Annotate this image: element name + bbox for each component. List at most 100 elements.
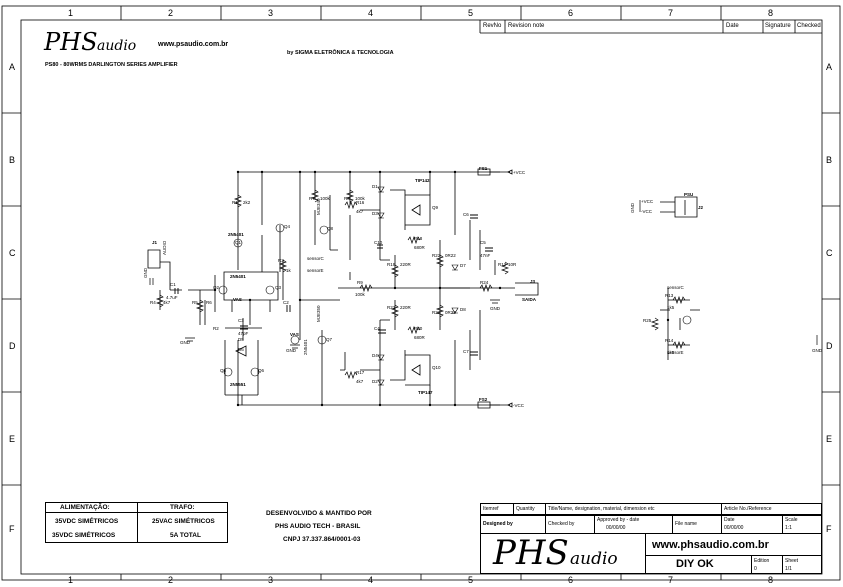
rev-no-header: RevNo	[483, 23, 502, 29]
label-gnd-fb: GND	[180, 340, 190, 345]
label-r19: R19	[387, 262, 396, 267]
column-label-7-bottom: 7	[668, 575, 674, 585]
label-r20-value: 680R	[414, 335, 425, 340]
column-label-2: 2	[168, 8, 174, 18]
label-r1-value: 2k2	[243, 200, 251, 205]
developer-line-2: PHS AUDIO TECH - BRASIL	[275, 523, 361, 530]
tb-div-3	[594, 515, 595, 534]
label-r13-value: 1k5	[667, 305, 675, 310]
label-2n5401-a: 2N5401	[228, 232, 244, 237]
tb-div-6	[782, 515, 783, 534]
label-r6: R6	[206, 300, 212, 305]
tb-status: DIY OK	[676, 558, 714, 570]
supply-table-header	[45, 502, 228, 513]
row-label-b-right: B	[826, 155, 833, 165]
tb-file-name: File name	[675, 521, 697, 527]
supply-row1-right: 25VAC SIMÉTRICOS	[152, 518, 215, 525]
row-label-c: C	[9, 248, 16, 258]
label-r18-value: 680R	[414, 245, 425, 250]
label-j2: J2	[698, 205, 704, 210]
header-subtitle: PS80 - 80WRMS DARLINGTON SERIES AMPLIFIE…	[45, 62, 178, 68]
label-tip142: TIP142	[415, 178, 430, 183]
label-r2: R2	[213, 326, 219, 331]
tb-article: Article No./Reference	[724, 506, 772, 512]
header-logo-sub: audio	[97, 38, 137, 54]
label-r20: R20	[414, 326, 423, 331]
label-q6: Q6	[258, 368, 265, 373]
label-q9: Q9	[432, 205, 439, 210]
label-gnd-sensor: GND	[812, 348, 822, 353]
row-label-d-right: D	[826, 341, 833, 351]
label-d3: D3	[372, 211, 378, 216]
label-minus-vcc: -VCC	[513, 403, 524, 408]
row-label-f: F	[9, 524, 15, 534]
tb-itemref: Itemref	[483, 506, 499, 512]
tb-approved-date: 00/00/00	[606, 525, 626, 531]
tb-sheet-value: 1/1	[785, 566, 792, 572]
label-sensor-c-b: sensorC	[667, 285, 684, 290]
title-block-row-2	[480, 515, 822, 534]
row-label-a: A	[9, 62, 16, 72]
label-d6: D6	[238, 347, 244, 352]
revision-signature-header: Signature	[765, 23, 791, 29]
label-r8-value: 100k	[355, 196, 365, 201]
row-label-b: B	[9, 155, 16, 165]
label-r3-value: 1k	[286, 268, 291, 273]
column-label-1: 1	[68, 8, 74, 18]
label-d2: D2	[372, 379, 378, 384]
developer-line-1: DESENVOLVIDO & MANTIDO POR	[266, 510, 372, 517]
tb-title-name: Title/Name, designation, material, dimen…	[548, 506, 655, 512]
label-r13: R13	[665, 293, 674, 298]
label-sensor-c-a: sensorC	[307, 256, 324, 261]
label-q7: Q7	[326, 337, 333, 342]
label-r12: R12	[498, 262, 507, 267]
label-gnd-psu: GND	[630, 203, 635, 213]
tb-logo-main: PHS	[493, 533, 569, 573]
label-c10: C10	[374, 240, 383, 245]
label-r1: R1	[232, 200, 238, 205]
outer-frame	[1, 5, 841, 581]
column-label-8-bottom: 8	[768, 575, 774, 585]
label-plus-vcc: +VCC	[513, 170, 526, 175]
supply-row2-right: 5A TOTAL	[170, 532, 201, 539]
label-r24: R24	[480, 280, 489, 285]
tb-div-9	[751, 555, 752, 574]
label-psu-plus-vcc: +VCC	[641, 199, 654, 204]
tb-website: www.phsaudio.com.br	[652, 539, 769, 551]
label-r5: R5	[192, 300, 198, 305]
header-company: by SIGMA ELETRÔNICA & TECNOLOGIA	[287, 50, 394, 56]
label-c3-value: 47pF	[238, 331, 249, 336]
tb-checked-by: Checked by	[548, 521, 575, 527]
label-j1: J1	[152, 240, 158, 245]
label-d1: D1	[372, 184, 378, 189]
label-c6: C6	[463, 212, 469, 217]
header-website: www.psaudio.com.br	[158, 41, 229, 48]
label-gnd-output: GND	[490, 306, 500, 311]
row-label-d: D	[9, 341, 16, 351]
supply-row2-left: 35VDC SIMÉTRICOS	[52, 532, 116, 539]
header-logo-main: PHS	[44, 28, 98, 56]
column-label-3-bottom: 3	[268, 575, 274, 585]
title-block-row-1	[480, 503, 822, 515]
label-q2: Q2	[213, 285, 220, 290]
label-r18: R18	[414, 236, 423, 241]
supply-row1-left: 35VDC SIMÉTRICOS	[55, 518, 119, 525]
label-r12-value: 10R	[508, 262, 517, 267]
column-label-8: 8	[768, 8, 774, 18]
column-label-4-bottom: 4	[368, 575, 374, 585]
label-j3: J3	[530, 279, 536, 284]
revision-date-header: Date	[726, 23, 739, 29]
column-label-1-bottom: 1	[68, 575, 74, 585]
row-label-c-right: C	[826, 248, 833, 258]
column-label-5: 5	[468, 8, 474, 18]
label-q8: Q8	[327, 226, 334, 231]
label-r8: R8	[344, 196, 350, 201]
row-label-e-right: E	[826, 434, 833, 444]
label-sensor-e-a: sensorE	[307, 268, 324, 273]
label-r7: R7	[309, 196, 315, 201]
column-label-5-bottom: 5	[468, 575, 474, 585]
tb-div-5	[721, 503, 722, 534]
label-r7-value: 100k	[320, 196, 330, 201]
label-d7: D7	[460, 263, 466, 268]
label-r4: R4	[150, 300, 156, 305]
